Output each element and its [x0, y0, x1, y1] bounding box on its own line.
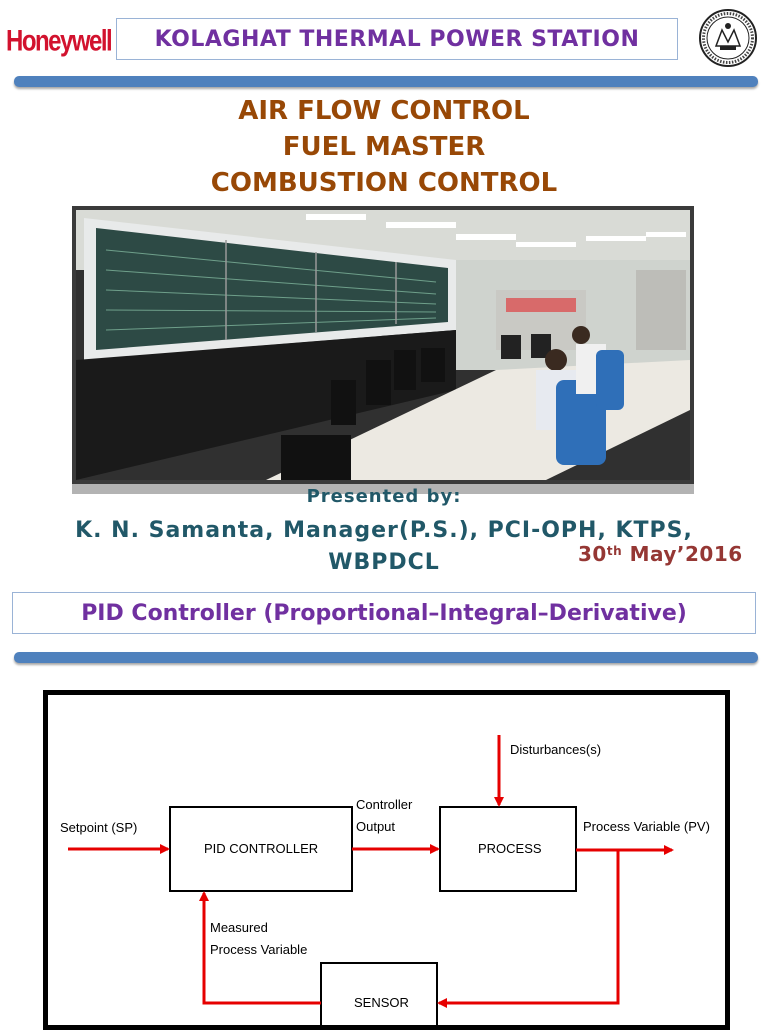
- photo-caption-strip: [72, 484, 694, 494]
- pid-controller-block: [169, 806, 353, 892]
- control-room-photo: [72, 206, 694, 484]
- pid-diagram-svg: Setpoint (SP) PID CONTROLLER Controller …: [60, 735, 710, 1025]
- title-line-2: FUEL MASTER: [282, 132, 486, 162]
- pid-block-diagram: Setpoint (SP) PID CONTROLLER Controller …: [43, 690, 730, 1030]
- feedback-to-sensor-arrow: [437, 850, 620, 1008]
- title-line-1: AIR FLOW CONTROL: [238, 96, 530, 126]
- measured-label-2: Process Variable: [210, 942, 307, 957]
- presenter-line-1: K. N. Samanta, Manager(P.S.), PCI-OPH, K…: [75, 518, 693, 543]
- controller-output-label-1: Controller: [356, 797, 413, 812]
- date-rest: May’2016: [622, 542, 743, 566]
- process-label: PROCESS: [478, 841, 542, 856]
- process-variable-label: Process Variable (PV): [583, 819, 710, 834]
- title-line-3: COMBUSTION CONTROL: [210, 168, 558, 198]
- section-divider: [14, 652, 758, 663]
- disturbances-label: Disturbances(s): [510, 742, 601, 757]
- presented-by-label: Presented by:: [306, 486, 462, 507]
- setpoint-label: Setpoint (SP): [60, 820, 137, 835]
- honeywell-logo: Honeywell: [6, 24, 113, 58]
- section-title-box: PID Controller (Proportional–Integral–De…: [12, 592, 756, 634]
- sensor-block: [320, 962, 438, 1025]
- controller-output-label-2: Output: [356, 819, 395, 834]
- institution-seal-icon: [699, 9, 757, 67]
- presenter-line-2: WBPDCL: [328, 550, 440, 575]
- presentation-date: 30th May’2016: [578, 542, 743, 566]
- date-suffix: th: [606, 544, 623, 558]
- station-title: KOLAGHAT THERMAL POWER STATION: [154, 26, 640, 52]
- header-divider: [14, 76, 758, 87]
- presenter-info: K. N. Samanta, Manager(P.S.), PCI-OPH, K…: [20, 515, 748, 579]
- station-title-box: KOLAGHAT THERMAL POWER STATION: [116, 18, 678, 60]
- process-block: [439, 806, 577, 892]
- section-title: PID Controller (Proportional–Integral–De…: [81, 600, 687, 626]
- pid-controller-label: PID CONTROLLER: [204, 841, 318, 856]
- sensor-to-controller-arrow: [199, 891, 321, 1005]
- sensor-label: SENSOR: [354, 995, 409, 1010]
- measured-label-1: Measured: [210, 920, 268, 935]
- date-day: 30: [578, 542, 607, 566]
